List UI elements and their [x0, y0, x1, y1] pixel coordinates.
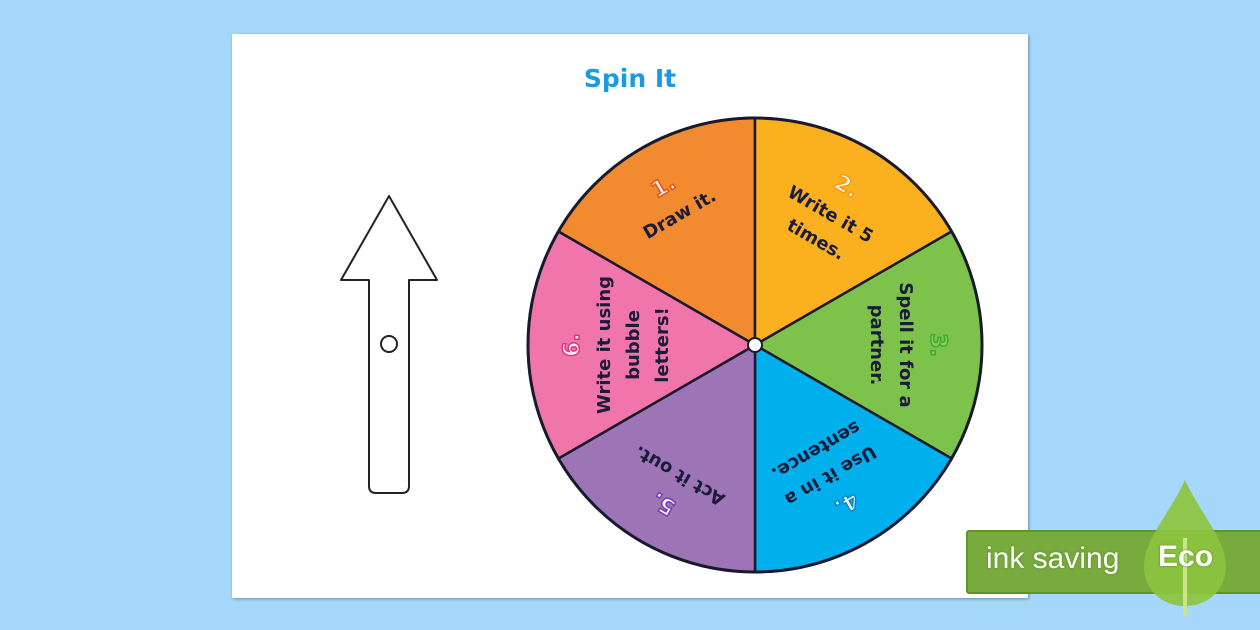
eco-label: Eco — [1158, 540, 1214, 573]
segment-number: 6. — [560, 333, 585, 357]
segment-text-3: 3. Spell it for a partner. — [866, 282, 951, 407]
segment-number: 3. — [925, 333, 950, 357]
leaf-icon — [1144, 480, 1226, 616]
page-title: Spin It — [583, 64, 677, 93]
ink-saving-label: ink saving — [986, 542, 1120, 575]
arrow-up-spinner-icon[interactable] — [340, 195, 438, 494]
wheel-rim — [526, 116, 984, 574]
segment-instruction: Write it using — [594, 276, 615, 414]
segment-instruction: partner. — [866, 305, 887, 386]
segment-instruction: bubble — [623, 310, 644, 380]
wheel-center-pin — [747, 337, 763, 353]
segment-text-6: 6. Write it using bubble letters! — [559, 276, 673, 414]
segment-instruction: letters! — [652, 307, 673, 383]
segment-instruction: Spell it for a — [895, 282, 916, 407]
